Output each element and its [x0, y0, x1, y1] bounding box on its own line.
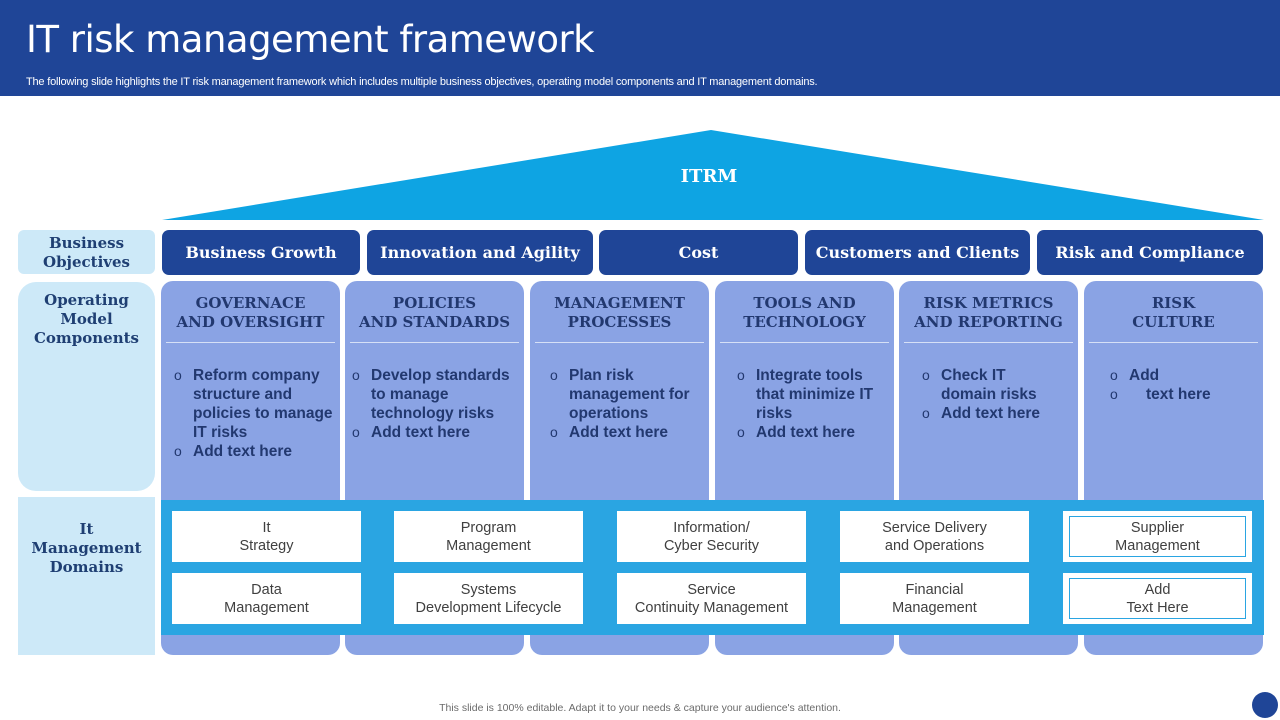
component-divider	[350, 342, 519, 343]
side-label-it-domains: It Management Domains	[18, 497, 155, 655]
component-divider	[904, 342, 1073, 343]
side-label-business-objectives: Business Objectives	[18, 230, 155, 274]
component-divider	[535, 342, 704, 343]
objective-box: Risk and Compliance	[1037, 230, 1263, 275]
component-bullet: Integrate tools that minimize IT risks	[735, 366, 882, 423]
domain-box: Information/ Cyber Security	[617, 511, 806, 562]
component-divider	[720, 342, 889, 343]
component-bullet: Plan risk management for operations	[548, 366, 691, 423]
component-bullet: text here	[1108, 385, 1259, 404]
domain-box: Supplier Management	[1063, 511, 1252, 562]
domain-box: Service Continuity Management	[617, 573, 806, 624]
domain-box: Program Management	[394, 511, 583, 562]
domain-box: Service Delivery and Operations	[840, 511, 1029, 562]
roof-label: ITRM	[680, 166, 738, 187]
component-bullet: Add text here	[172, 442, 336, 461]
objective-box: Business Growth	[162, 230, 360, 275]
component-bullet: Check IT domain risks	[920, 366, 1048, 404]
component-bullet: Add text here	[735, 423, 882, 442]
component-divider	[1089, 342, 1258, 343]
domain-box: Data Management	[172, 573, 361, 624]
component-heading: POLICIES AND STANDARDS	[358, 294, 511, 331]
component-divider	[166, 342, 335, 343]
header-bar: IT risk management framework The followi…	[0, 0, 1280, 96]
component-bullets: Develop standards to manage technology r…	[350, 366, 520, 442]
page-title: IT risk management framework	[26, 18, 595, 61]
component-bullet: Add	[1108, 366, 1259, 385]
objective-box: Customers and Clients	[805, 230, 1030, 275]
objective-box: Innovation and Agility	[367, 230, 593, 275]
component-bullet: Add text here	[548, 423, 691, 442]
objective-box: Cost	[599, 230, 798, 275]
page-subtitle: The following slide highlights the IT ri…	[26, 76, 818, 88]
footer-note: This slide is 100% editable. Adapt it to…	[439, 702, 841, 714]
component-bullets: Integrate tools that minimize IT risksAd…	[735, 366, 882, 442]
corner-dot	[1252, 692, 1278, 718]
component-bullet: Reform company structure and policies to…	[172, 366, 336, 442]
side-label-operating-model: Operating Model Components	[18, 282, 155, 491]
component-heading: RISK METRICS AND REPORTING	[914, 294, 1063, 331]
domain-box: Add Text Here	[1063, 573, 1252, 624]
component-bullets: Reform company structure and policies to…	[172, 366, 336, 461]
component-heading: RISK CULTURE	[1132, 294, 1215, 331]
component-heading: TOOLS AND TECHNOLOGY	[743, 294, 866, 331]
component-bullet: Add text here	[350, 423, 520, 442]
domain-box: It Strategy	[172, 511, 361, 562]
component-heading: GOVERNACE AND OVERSIGHT	[176, 294, 325, 331]
component-bullets: Check IT domain risksAdd text here	[920, 366, 1048, 423]
itrm-roof	[162, 130, 1264, 220]
domain-box: Financial Management	[840, 573, 1029, 624]
component-bullets: Plan risk management for operationsAdd t…	[548, 366, 691, 442]
component-bullet: Add text here	[920, 404, 1048, 423]
component-heading: MANAGEMENT PROCESSES	[554, 294, 685, 331]
domain-box: Systems Development Lifecycle	[394, 573, 583, 624]
component-bullet: Develop standards to manage technology r…	[350, 366, 520, 423]
